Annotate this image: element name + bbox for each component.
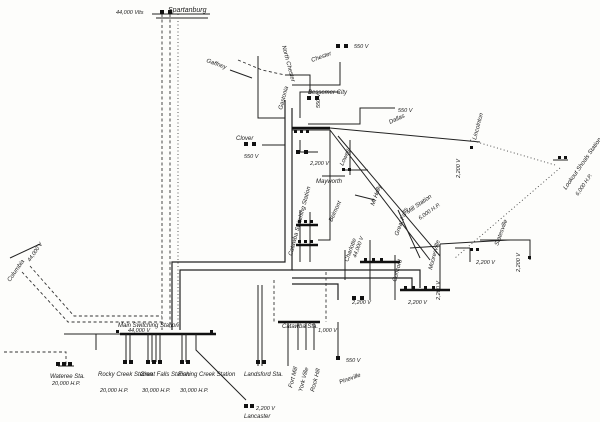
bessemer-city-label: Bessemer City: [308, 90, 348, 96]
statesville-voltage: 2,200 V: [475, 260, 496, 266]
bus-bars: [292, 126, 450, 292]
rocky-creek-label: Rocky Creek Station: [98, 372, 153, 378]
main-switching-bus: [120, 332, 247, 401]
catawba-voltage: 2,200 V: [516, 252, 522, 273]
wateree-hp: 20,000 H.P.: [51, 381, 80, 387]
spartanburg-voltage: 44,000 Vlts: [116, 10, 144, 16]
columbia-voltage: 44,000 V: [27, 241, 45, 264]
gaffney-lines: [229, 56, 341, 119]
york-ville-label: York Ville: [298, 366, 310, 392]
kings-mtn-voltage: 2,200 V: [309, 161, 330, 167]
transformer-marks: [56, 10, 567, 408]
catawba-station-lines: [257, 272, 339, 366]
spartanburg-label: Spartanburg: [168, 7, 207, 14]
columbia-line: [9, 243, 165, 323]
wateree-line: [4, 333, 120, 367]
landsford-label: Landsford Sta.: [244, 372, 283, 378]
fort-mill-label: Fort Mill: [288, 366, 299, 389]
chester-label: Chester: [311, 51, 334, 64]
statesville-label: Statesville: [494, 218, 509, 246]
gastonia-label: Gastonia: [278, 85, 290, 110]
charlotte-bus-voltage: 2,200 V: [351, 300, 372, 306]
catawba-station-voltage: 1,000 V: [318, 328, 338, 334]
rock-hill-label: Rock Hill: [310, 367, 322, 392]
lookout-shoals-line: [454, 139, 568, 259]
fishing-creek-label: Fishing Creek Station: [178, 372, 236, 378]
main-trunk-line: [171, 100, 421, 330]
lincolnton-voltage: 2,200 V: [456, 158, 462, 179]
great-falls-label: Great Falls Station: [140, 372, 190, 378]
main-switching-label: Main Switching Station: [118, 323, 179, 329]
clover-voltage: 550 V: [244, 154, 260, 160]
fishing-creek-hp: 30,000 H.P.: [180, 388, 208, 394]
dallas-voltage: 550 V: [398, 108, 414, 114]
belmont-label: Belmont: [328, 200, 343, 223]
concord-voltage: 2,200 V: [407, 300, 428, 306]
concord-label: Concord: [392, 258, 404, 282]
chester-voltage: 550 V: [354, 44, 370, 50]
mt-holly-label: Mt Holly: [370, 183, 383, 206]
lincolnton-label: Lincolnton: [472, 112, 485, 141]
concord-east-voltage: 2,200 V: [436, 280, 442, 301]
mayworth-label: Mayworth: [316, 179, 343, 185]
gaffney-label: Gaffney: [205, 58, 228, 71]
north-chester-label: North Chester: [280, 45, 296, 84]
dallas-label: Dallas: [388, 113, 406, 125]
pineville-voltage: 550 V: [346, 358, 362, 364]
lancaster-voltage: 2,200 V: [255, 406, 276, 412]
clover-label: Clover: [236, 136, 254, 142]
wateree-label: Wateree Sta.: [50, 374, 85, 380]
great-falls-hp: 30,000 H.P.: [142, 388, 170, 394]
spartanburg-feeders: [152, 13, 210, 330]
columbia-label: Columbia: [7, 258, 27, 283]
lancaster-label: Lancaster: [244, 414, 271, 420]
pineville-label: Pineville: [339, 372, 363, 386]
rocky-creek-hp: 20,000 H.P.: [99, 388, 128, 394]
main-switching-voltage: 44,000 V: [128, 328, 151, 334]
bessemer-voltage: 550 V: [316, 92, 322, 108]
catawba-station-label: Catawba Sta.: [282, 324, 318, 330]
